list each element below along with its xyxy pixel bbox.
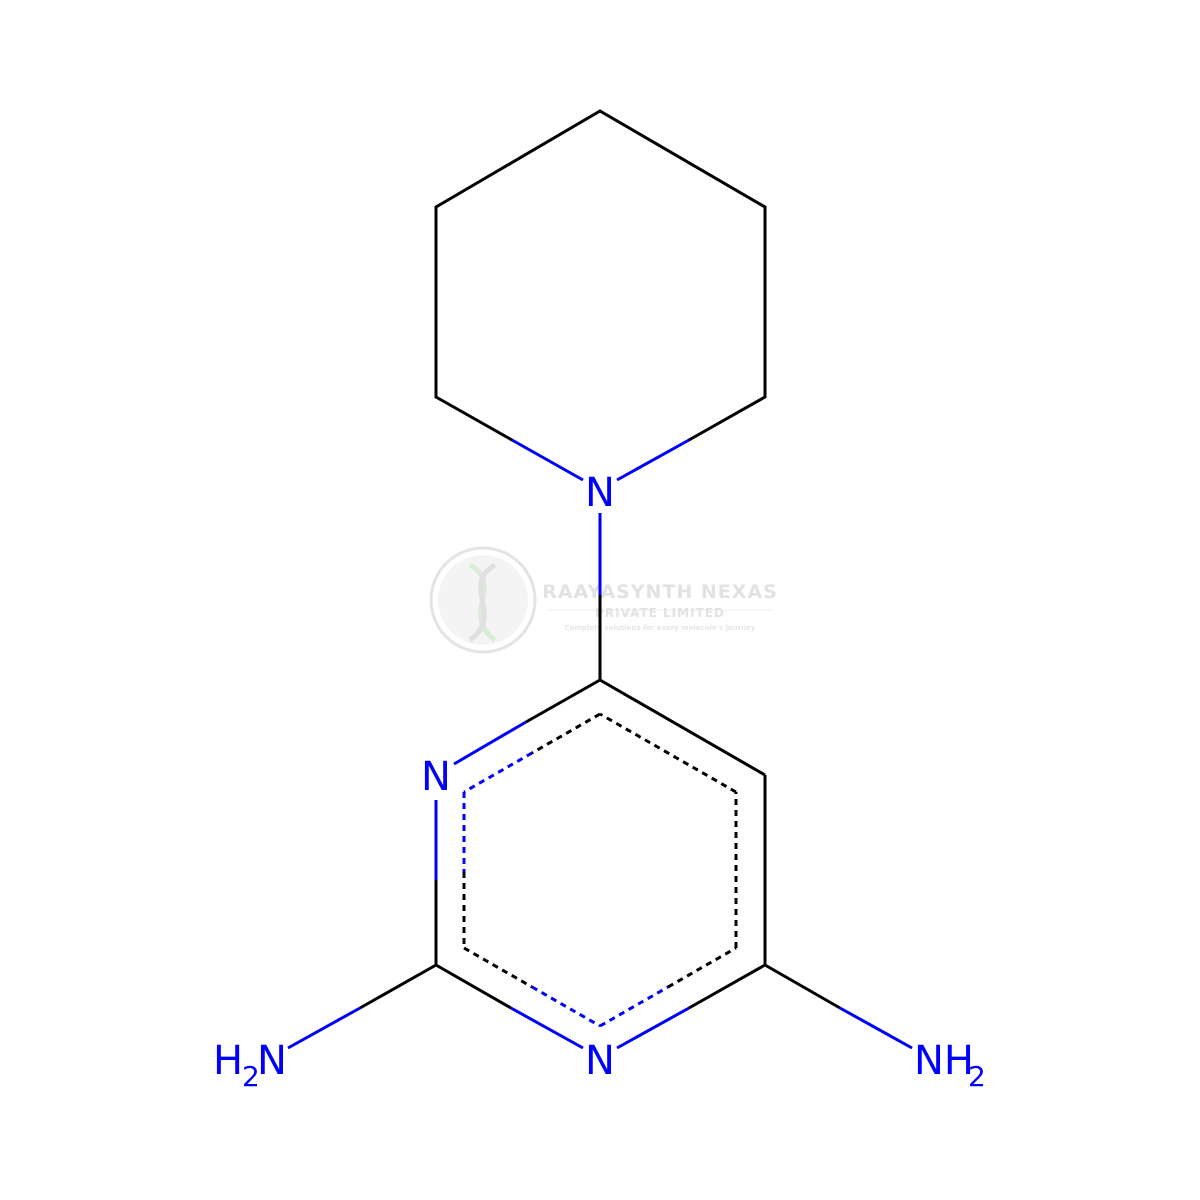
bond bbox=[688, 963, 766, 1010]
bond bbox=[525, 678, 601, 724]
watermark-title: RAAYASYNTH NEXAS bbox=[542, 581, 778, 603]
bond bbox=[434, 395, 514, 442]
pyrimidine-ring bbox=[434, 678, 767, 1050]
watermark-logo-ring bbox=[429, 546, 537, 654]
bond bbox=[598, 109, 767, 209]
watermark: RAAYASYNTH NEXAS PRIVATE LIMITED Complet… bbox=[429, 546, 778, 654]
bond bbox=[511, 438, 584, 482]
bond bbox=[287, 1006, 361, 1050]
bond bbox=[435, 963, 512, 1010]
svg-text:H: H bbox=[213, 1038, 243, 1084]
aromatic-ring bbox=[462, 712, 738, 1028]
bond bbox=[599, 678, 766, 777]
ring-nitrogen-bottom-label: N bbox=[585, 1038, 615, 1084]
svg-text:NH: NH bbox=[914, 1038, 974, 1084]
bond bbox=[764, 963, 841, 1010]
svg-text:2: 2 bbox=[242, 1060, 260, 1093]
amine-right-label: NH 2 bbox=[914, 1038, 986, 1093]
ring-nitrogen-left-label: N bbox=[421, 754, 451, 800]
watermark-tagline: Complete solutions for every molecule's … bbox=[565, 624, 756, 632]
bond bbox=[434, 109, 602, 209]
watermark-subtitle: PRIVATE LIMITED bbox=[595, 606, 725, 620]
bond bbox=[687, 395, 767, 442]
bond bbox=[839, 1006, 913, 1050]
bond bbox=[453, 720, 527, 766]
bond bbox=[616, 1006, 690, 1050]
bond bbox=[616, 438, 690, 482]
svg-text:N: N bbox=[257, 1038, 287, 1084]
piperidine-nitrogen-label: N bbox=[585, 470, 615, 516]
piperidine-ring bbox=[434, 109, 767, 442]
amine-left-label: H 2 N bbox=[213, 1038, 287, 1093]
bond bbox=[359, 963, 437, 1010]
bond bbox=[510, 1006, 584, 1050]
svg-text:2: 2 bbox=[968, 1060, 986, 1093]
